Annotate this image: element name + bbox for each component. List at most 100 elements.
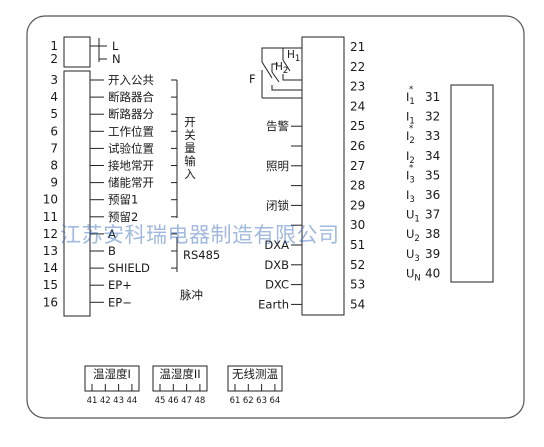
terminal-number: 9: [50, 176, 58, 190]
sensor-pin-number: 43: [113, 396, 124, 406]
terminal-label: 工作位置: [108, 124, 154, 138]
terminal-number: 34: [425, 149, 440, 163]
terminal-number: 37: [425, 208, 440, 222]
terminal-number: 4: [50, 90, 58, 104]
terminal-label: 开入公共: [108, 73, 154, 87]
terminal-label: EP−: [108, 295, 132, 309]
terminal-label: EP+: [108, 278, 132, 292]
sensor-pin-number: 48: [194, 396, 205, 406]
relay-f-label: F: [249, 72, 256, 86]
sensor-pin-number: 44: [126, 396, 137, 406]
terminal-number: 13: [43, 244, 58, 258]
terminal-number: 32: [425, 110, 440, 124]
polarity-mark: *: [409, 124, 413, 134]
terminal-label: 断路器分: [108, 107, 154, 121]
terminal-label: 告警: [266, 119, 289, 133]
terminal-number: 51: [350, 238, 365, 252]
watermark: 江苏安科瑞电器制造有限公司: [60, 223, 340, 247]
sensor-pin-number: 42: [100, 396, 111, 406]
terminal-number: 21: [350, 40, 365, 54]
terminal-number: 26: [350, 139, 365, 153]
sensor-module-title: 温湿度II: [159, 367, 200, 381]
terminal-number: 10: [43, 193, 58, 207]
terminal-number: 2: [50, 52, 58, 66]
terminal-number: 1: [50, 39, 58, 53]
sensor-module-box: [152, 365, 208, 392]
terminal-label: B: [108, 244, 116, 258]
terminal-number: 36: [425, 188, 440, 202]
terminal-label: 断路器合: [108, 90, 154, 104]
rs485-label: RS485: [183, 248, 220, 262]
terminal-number: 28: [350, 179, 365, 193]
terminal-number: 12: [43, 227, 58, 241]
relay-h1-label: H1: [287, 49, 300, 64]
polarity-mark: *: [409, 85, 413, 95]
switch-input-label-char: 输: [184, 154, 196, 168]
terminal-number: 53: [350, 278, 365, 292]
terminal-label: 试验位置: [108, 141, 154, 155]
sensor-module-box: [227, 365, 283, 392]
terminal-label: 预留2: [108, 210, 138, 224]
terminal-number: 38: [425, 227, 440, 241]
terminal-label: 储能常开: [108, 176, 154, 190]
sensor-module-title: 无线测温: [232, 367, 278, 381]
terminal-label: 闭锁: [266, 198, 289, 212]
terminal-number: 15: [43, 278, 58, 292]
sensor-pin-number: 61: [230, 396, 241, 406]
signal-label: I3: [406, 188, 415, 205]
polarity-mark: *: [409, 163, 413, 173]
terminal-number: 29: [350, 198, 365, 212]
relay-contact-symbols: [261, 47, 302, 99]
terminal-number: 23: [350, 80, 365, 94]
terminal-number: 35: [425, 168, 440, 182]
terminal-number: 40: [425, 266, 440, 280]
terminal-number: 11: [43, 210, 58, 224]
sensor-pin-number: 63: [256, 396, 267, 406]
sensor-module-title: 温湿度I: [93, 367, 131, 381]
terminal-label: DXB: [264, 258, 289, 272]
signal-label: U3: [406, 247, 420, 264]
middle-terminal-block: 2122232425告警2627照明2829闭锁3051DXA52DXB53DX…: [249, 36, 365, 316]
terminal-number: 54: [350, 297, 365, 311]
switch-input-label-char: 量: [184, 141, 196, 155]
terminal-label: A: [108, 227, 116, 241]
sensor-pin-number: 47: [181, 396, 192, 406]
terminal-number: 3: [50, 73, 58, 87]
terminal-number: 33: [425, 129, 440, 143]
switch-input-label-char: 开: [184, 115, 196, 129]
terminal-number: 30: [350, 218, 365, 232]
sensor-pin-number: 62: [243, 396, 254, 406]
terminal-number: 27: [350, 159, 365, 173]
terminal-number: 22: [350, 60, 365, 74]
terminal-number: 25: [350, 119, 365, 133]
signal-label: UN: [406, 266, 421, 283]
power-terminal-label: N: [112, 52, 121, 66]
relay-h2-label: H2: [275, 61, 288, 76]
sensor-pin-number: 46: [168, 396, 179, 406]
signal-label: I1: [406, 110, 415, 127]
power-terminal-label: L: [112, 39, 119, 53]
terminal-number: 7: [50, 141, 58, 155]
sensor-pin-number: 41: [87, 396, 98, 406]
terminal-number: 31: [425, 90, 440, 104]
terminal-number: 14: [43, 261, 58, 275]
signal-label: I2: [406, 129, 415, 146]
terminal-label: Earth: [258, 297, 289, 311]
terminal-number: 16: [43, 295, 58, 309]
terminal-label: SHIELD: [108, 261, 150, 275]
terminal-number: 5: [50, 107, 58, 121]
signal-label: U2: [406, 227, 420, 244]
terminal-number: 39: [425, 247, 440, 261]
sensor-pin-number: 64: [269, 396, 280, 406]
terminal-number: 6: [50, 124, 58, 138]
terminal-label: DXC: [265, 278, 289, 292]
signal-label: U1: [406, 208, 420, 225]
power-terminal-box: [63, 36, 91, 68]
signal-label: I2: [406, 149, 415, 166]
terminal-number: 52: [350, 258, 365, 272]
switch-input-label-char: 关: [184, 128, 196, 142]
